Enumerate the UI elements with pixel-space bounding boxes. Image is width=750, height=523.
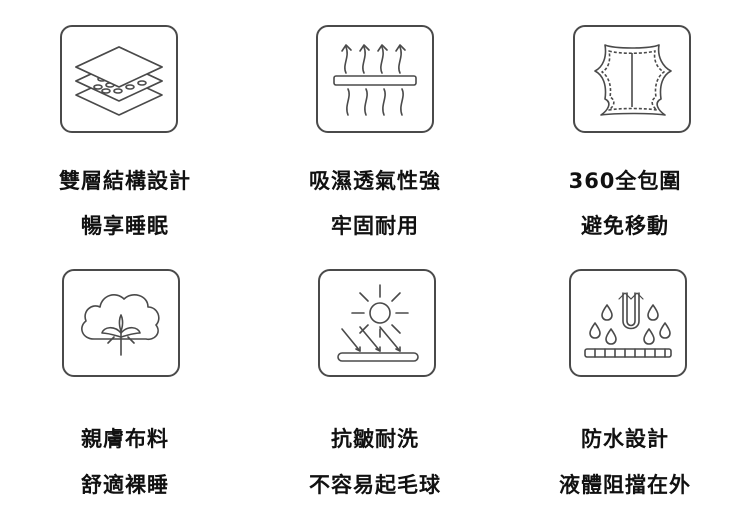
feature-subtitle: 避免移動 bbox=[581, 214, 669, 238]
layered-mattress-icon bbox=[60, 25, 178, 133]
feature-wrinkle-resistant: 抗皺耐洗 不容易起毛球 bbox=[250, 261, 500, 522]
feature-subtitle: 暢享睡眠 bbox=[81, 214, 169, 238]
waterproof-drops-icon bbox=[569, 269, 687, 377]
feature-breathable: 吸濕透氣性強 牢固耐用 bbox=[250, 0, 500, 261]
feature-title: 雙層結構設計 bbox=[59, 169, 191, 193]
feature-subtitle: 液體阻擋在外 bbox=[559, 473, 691, 497]
feature-subtitle: 舒適裸睡 bbox=[81, 473, 169, 497]
feature-title: 親膚布料 bbox=[81, 427, 169, 451]
cotton-plant-icon bbox=[62, 269, 180, 377]
feature-title: 吸濕透氣性強 bbox=[309, 169, 441, 193]
feature-waterproof: 防水設計 液體阻擋在外 bbox=[500, 261, 750, 522]
feature-skin-friendly: 親膚布料 舒適裸睡 bbox=[0, 261, 250, 522]
full-wrap-cover-icon bbox=[573, 25, 691, 133]
feature-title: 抗皺耐洗 bbox=[331, 427, 419, 451]
feature-subtitle: 牢固耐用 bbox=[331, 214, 419, 238]
breathable-airflow-icon bbox=[316, 25, 434, 133]
feature-title: 防水設計 bbox=[581, 427, 669, 451]
feature-full-wrap: 360全包圍 避免移動 bbox=[500, 0, 750, 261]
feature-layered-structure: 雙層結構設計 暢享睡眠 bbox=[0, 0, 250, 261]
feature-subtitle: 不容易起毛球 bbox=[309, 473, 441, 497]
feature-title: 360全包圍 bbox=[568, 169, 682, 193]
sun-rays-icon bbox=[318, 269, 436, 377]
